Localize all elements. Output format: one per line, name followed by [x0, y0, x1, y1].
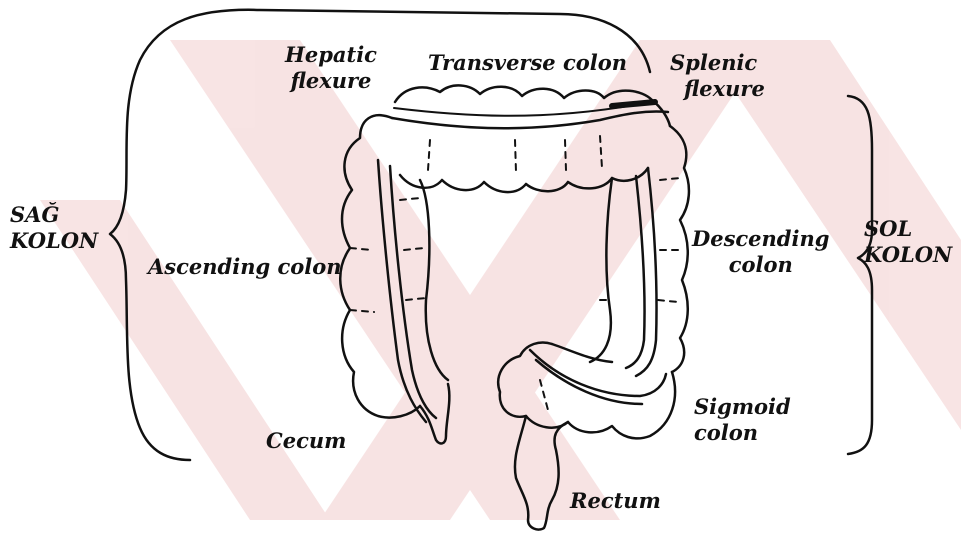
- sol-kolon-label: SOL KOLON: [864, 216, 952, 268]
- watermark: [40, 40, 961, 520]
- sag-kolon-label: SAĞ KOLON: [10, 202, 98, 254]
- descending-colon-label: Descending colon: [692, 226, 829, 278]
- hepatic-flexure-label: Hepatic flexure: [285, 42, 377, 94]
- cecum-label: Cecum: [266, 428, 346, 454]
- splenic-flexure-label: Splenic flexure: [670, 50, 765, 102]
- rectum-label: Rectum: [570, 488, 661, 514]
- transverse-colon-label: Transverse colon: [428, 50, 627, 76]
- ascending-colon-label: Ascending colon: [148, 254, 342, 280]
- sigmoid-colon-label: Sigmoid colon: [694, 394, 791, 446]
